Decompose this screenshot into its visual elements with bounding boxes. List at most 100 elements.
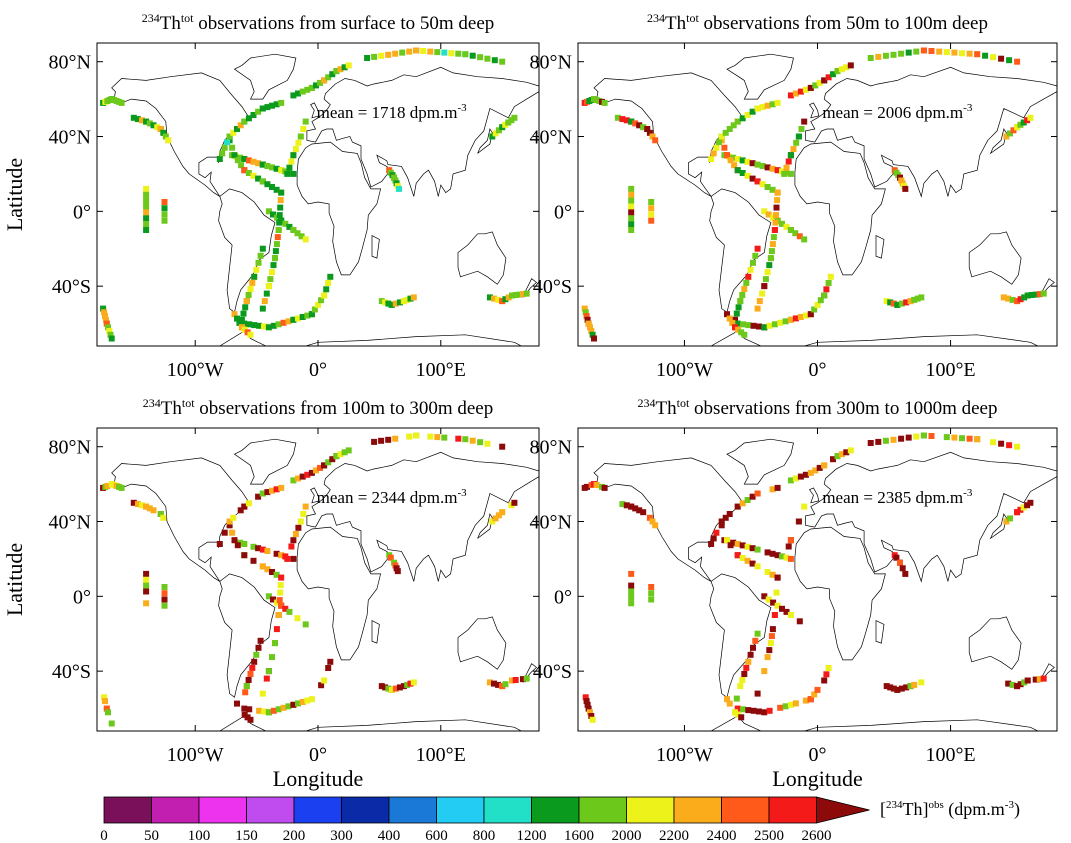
observation-point [237, 122, 244, 129]
observation-point [245, 115, 252, 122]
observation-point [269, 164, 275, 171]
observation-point [584, 316, 591, 323]
observation-point [161, 199, 168, 205]
observation-point [792, 475, 799, 482]
observation-point [1014, 124, 1021, 131]
observation-point [273, 626, 280, 633]
observation-point [774, 197, 781, 204]
observation-point [273, 550, 280, 557]
observation-point [718, 133, 725, 140]
observation-point [270, 596, 276, 603]
lon-tick-label: 0° [809, 359, 827, 381]
observation-point [523, 675, 530, 682]
observation-point [102, 698, 108, 705]
observation-point [823, 671, 830, 678]
observation-point [898, 685, 905, 692]
observation-point [302, 118, 309, 125]
observation-point [911, 296, 918, 303]
panel-title: 234Thtot observations from 100m to 300m … [143, 396, 493, 419]
observation-point [744, 158, 751, 165]
observation-point [247, 671, 254, 677]
observation-point [581, 305, 588, 312]
observation-point [276, 597, 283, 604]
observation-point [230, 514, 237, 521]
observation-point [890, 51, 897, 58]
observation-point [495, 296, 502, 303]
observation-point [764, 184, 771, 190]
observation-point [255, 493, 262, 500]
coastline-japan [989, 128, 1007, 155]
observation-point [648, 199, 655, 205]
observation-point [1020, 504, 1027, 511]
observation-point [648, 217, 655, 224]
observation-point [276, 219, 283, 226]
observation-point [345, 62, 352, 69]
observation-point [584, 483, 590, 490]
observation-point [241, 320, 248, 327]
observation-point [520, 291, 526, 298]
observation-point [245, 292, 252, 298]
observation-point [234, 157, 241, 164]
observation-point [801, 236, 808, 243]
observation-point [766, 322, 773, 329]
lat-tick-label: 40°S [533, 276, 572, 298]
observation-point [150, 122, 157, 129]
observation-point [410, 294, 417, 301]
observation-point [143, 570, 150, 577]
observation-point [273, 186, 280, 193]
observation-point [741, 286, 748, 292]
observation-point [385, 685, 392, 692]
lat-tick-label: 40°S [52, 276, 91, 298]
observation-point [492, 130, 499, 137]
observation-point [299, 88, 306, 95]
observation-point [766, 262, 773, 269]
observation-point [143, 582, 150, 589]
observation-point [623, 502, 630, 509]
observation-point [1000, 294, 1007, 301]
observation-point [321, 292, 328, 299]
observation-point [329, 71, 336, 78]
observation-point [920, 47, 927, 54]
observation-point [787, 701, 794, 708]
observation-point [251, 322, 258, 329]
observation-point [903, 299, 910, 306]
colorbar-tick-label: 150 [235, 828, 258, 843]
observation-point [241, 552, 248, 559]
observation-point [249, 664, 256, 671]
observation-point [708, 541, 715, 547]
observation-point [499, 298, 506, 305]
observation-point [898, 300, 905, 307]
observation-point [495, 512, 502, 519]
observation-point [795, 518, 802, 525]
observation-point [887, 684, 894, 691]
observation-point [259, 546, 266, 553]
coastline-antarctica [707, 715, 1039, 731]
observation-point [1006, 57, 1013, 64]
observation-point [724, 537, 730, 544]
observation-point [710, 535, 717, 542]
observation-point [257, 252, 264, 259]
observation-point [1040, 290, 1047, 297]
observation-point [302, 503, 309, 510]
observation-point [265, 283, 272, 290]
observation-point [928, 433, 935, 439]
observation-point [589, 716, 596, 723]
colorbar-tick-label: 1200 [517, 828, 547, 843]
observation-point [143, 221, 150, 228]
observation-point [733, 310, 740, 317]
observation-point [601, 484, 608, 491]
observation-point [269, 654, 275, 661]
observation-point [769, 571, 776, 578]
observation-point [455, 435, 462, 442]
observation-point [632, 120, 639, 127]
observation-point [388, 301, 395, 308]
coastline-antarctica [707, 330, 1039, 346]
observation-point [732, 324, 738, 331]
observation-point [761, 709, 768, 716]
observation-point [735, 304, 742, 311]
observation-point [761, 283, 768, 290]
observation-point [280, 319, 287, 326]
colorbar-tick-label: 300 [330, 828, 353, 843]
observation-point [734, 503, 741, 510]
observation-point [754, 178, 761, 185]
